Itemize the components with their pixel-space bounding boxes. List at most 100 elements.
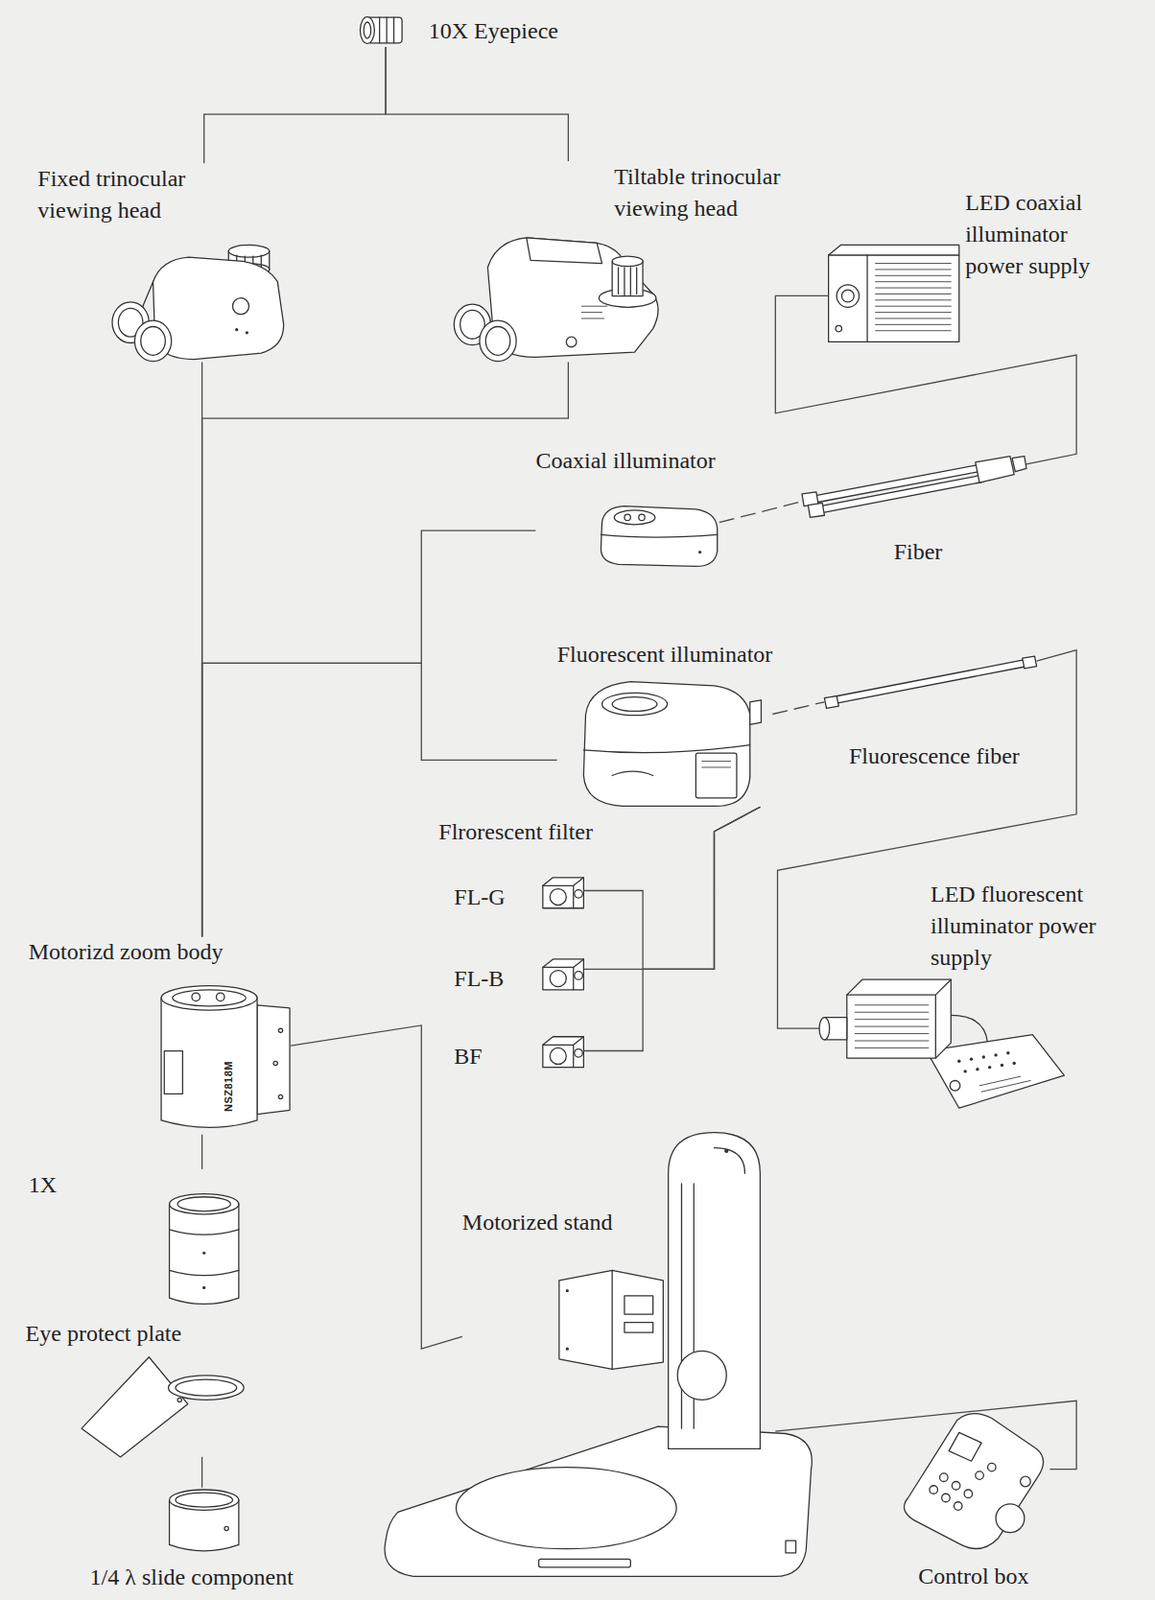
control-box-drawing	[988, 1462, 997, 1472]
fixed-head-drawing	[153, 257, 284, 359]
coaxial-power-supply-drawing	[836, 284, 859, 307]
control-box-drawing	[951, 1481, 961, 1490]
component: Eye protect plate	[25, 1318, 246, 1458]
control-box-drawing	[904, 1414, 1044, 1550]
fluorescent-power-supply-drawing	[993, 1053, 997, 1057]
fluorescent-power-supply-drawing	[1000, 1063, 1004, 1067]
fiber-drawing	[975, 456, 1014, 484]
motorized-stand-drawing	[785, 1540, 797, 1554]
motorized-stand-drawing	[559, 1270, 663, 1369]
eye-protect-plate-drawing	[175, 1379, 237, 1396]
component: 10X Eyepiece	[358, 12, 559, 48]
component: Fiber	[800, 452, 1027, 568]
coaxial-power-supply-drawing	[866, 255, 868, 342]
connector-line	[290, 1025, 463, 1349]
component: 1X	[28, 1169, 240, 1311]
objective-drawing	[169, 1194, 239, 1305]
coaxial-power-supply-drawing	[841, 289, 854, 303]
fluorescent-illuminator-drawing	[695, 753, 737, 799]
zoom-body-drawing	[161, 997, 258, 1128]
connector-line	[777, 650, 1078, 1030]
filter-cube-drawing	[574, 971, 584, 981]
filter-cube-drawing	[549, 1047, 566, 1064]
fluorescent-power-supply-drawing	[982, 1055, 986, 1059]
filter-cube-drawing	[542, 959, 585, 990]
motorized-stand-drawing	[724, 1149, 729, 1154]
control-box-drawing	[1020, 1476, 1032, 1487]
control-box-drawing	[940, 1473, 949, 1483]
connector-line	[775, 1400, 1077, 1469]
coaxial-illuminator-drawing	[698, 550, 702, 554]
fluorescent-power-supply-drawing	[979, 1076, 1031, 1092]
eye-protect-plate-drawing	[177, 1397, 182, 1402]
fluorescence-fiber-drawing	[824, 656, 1037, 708]
fixed-head-drawing	[134, 320, 171, 362]
objective-drawing	[202, 1251, 206, 1255]
control-box-drawing	[975, 1471, 985, 1481]
part-label: 1X	[28, 1169, 57, 1202]
fluorescent-power-supply-drawing	[854, 1005, 929, 1049]
connector-line	[204, 47, 386, 164]
motorized-stand-drawing	[612, 1270, 613, 1369]
part-label: LED coaxial illuminator power supply	[965, 187, 1119, 283]
control-box-drawing	[929, 1485, 939, 1495]
fiber-drawing	[807, 502, 825, 518]
fluorescent-illuminator-drawing	[602, 692, 668, 715]
eye-protect-plate-drawing	[81, 1357, 244, 1458]
zoom-body-drawing	[215, 992, 225, 1002]
fluorescence-fiber-drawing	[834, 662, 1025, 700]
motorized-stand-drawing	[565, 1289, 569, 1293]
objective-drawing	[169, 1229, 239, 1276]
filter-cube-drawing	[574, 890, 584, 899]
part-label: FL-B	[453, 963, 504, 995]
fluorescent-power-supply-drawing	[819, 979, 1064, 1108]
connector-line	[583, 806, 760, 969]
tiltable-head-drawing	[479, 320, 517, 362]
fluorescent-power-supply-drawing	[957, 1060, 961, 1063]
eye-protect-plate-drawing	[81, 1357, 189, 1458]
tiltable-head-drawing	[581, 306, 608, 319]
zoom-body-drawing	[191, 992, 201, 1002]
zoom-body-drawing	[161, 986, 290, 1129]
fluorescent-power-supply-drawing	[1006, 1051, 1010, 1055]
filter-cube-drawing	[574, 1049, 584, 1059]
objective-drawing	[169, 1203, 239, 1304]
fixed-head-drawing	[245, 330, 249, 334]
fluorescent-illuminator-drawing	[702, 761, 731, 768]
fluorescent-illuminator-drawing	[750, 700, 762, 726]
zoom-body-drawing	[172, 990, 247, 1007]
zoom-body-drawing	[161, 986, 258, 1012]
component: BF	[453, 1037, 584, 1073]
component: LED fluorescent illuminator power supply	[819, 878, 1135, 1109]
fiber-drawing	[1012, 456, 1027, 472]
connector-line	[385, 47, 568, 162]
fiber-drawing	[801, 456, 1027, 519]
filter-cube-drawing	[542, 959, 585, 990]
control-box-drawing	[904, 1414, 1044, 1550]
part-label: FL-G	[453, 881, 505, 914]
control-box-drawing	[953, 1502, 963, 1511]
coaxial-illuminator-drawing	[600, 506, 717, 567]
eyepiece-drawing	[379, 17, 395, 44]
part-label: BF	[453, 1040, 482, 1073]
fixed-head-drawing	[235, 328, 238, 331]
fixed-head-drawing	[233, 298, 250, 315]
fluorescent-power-supply-drawing	[1013, 1061, 1016, 1065]
coaxial-illuminator-drawing	[624, 514, 631, 520]
eyepiece-drawing	[359, 17, 402, 45]
motorized-stand-drawing	[384, 1132, 812, 1578]
part-label: Fiber	[894, 536, 943, 568]
coaxial-power-supply-drawing	[828, 255, 960, 342]
component: Coaxial illuminator	[535, 445, 719, 568]
component: 1/4 λ slide component	[90, 1487, 294, 1595]
slide-component-drawing	[169, 1489, 239, 1510]
fiber-drawing	[822, 478, 982, 510]
fluorescent-power-supply-drawing	[819, 1017, 830, 1040]
fluorescent-power-supply-drawing	[847, 979, 951, 1059]
fluorescence-fiber-drawing	[834, 662, 1025, 700]
tiltable-head-drawing	[526, 237, 603, 264]
control-box-drawing	[942, 1493, 951, 1503]
zoom-body-drawing	[273, 1060, 278, 1065]
fiber-drawing	[822, 478, 982, 510]
